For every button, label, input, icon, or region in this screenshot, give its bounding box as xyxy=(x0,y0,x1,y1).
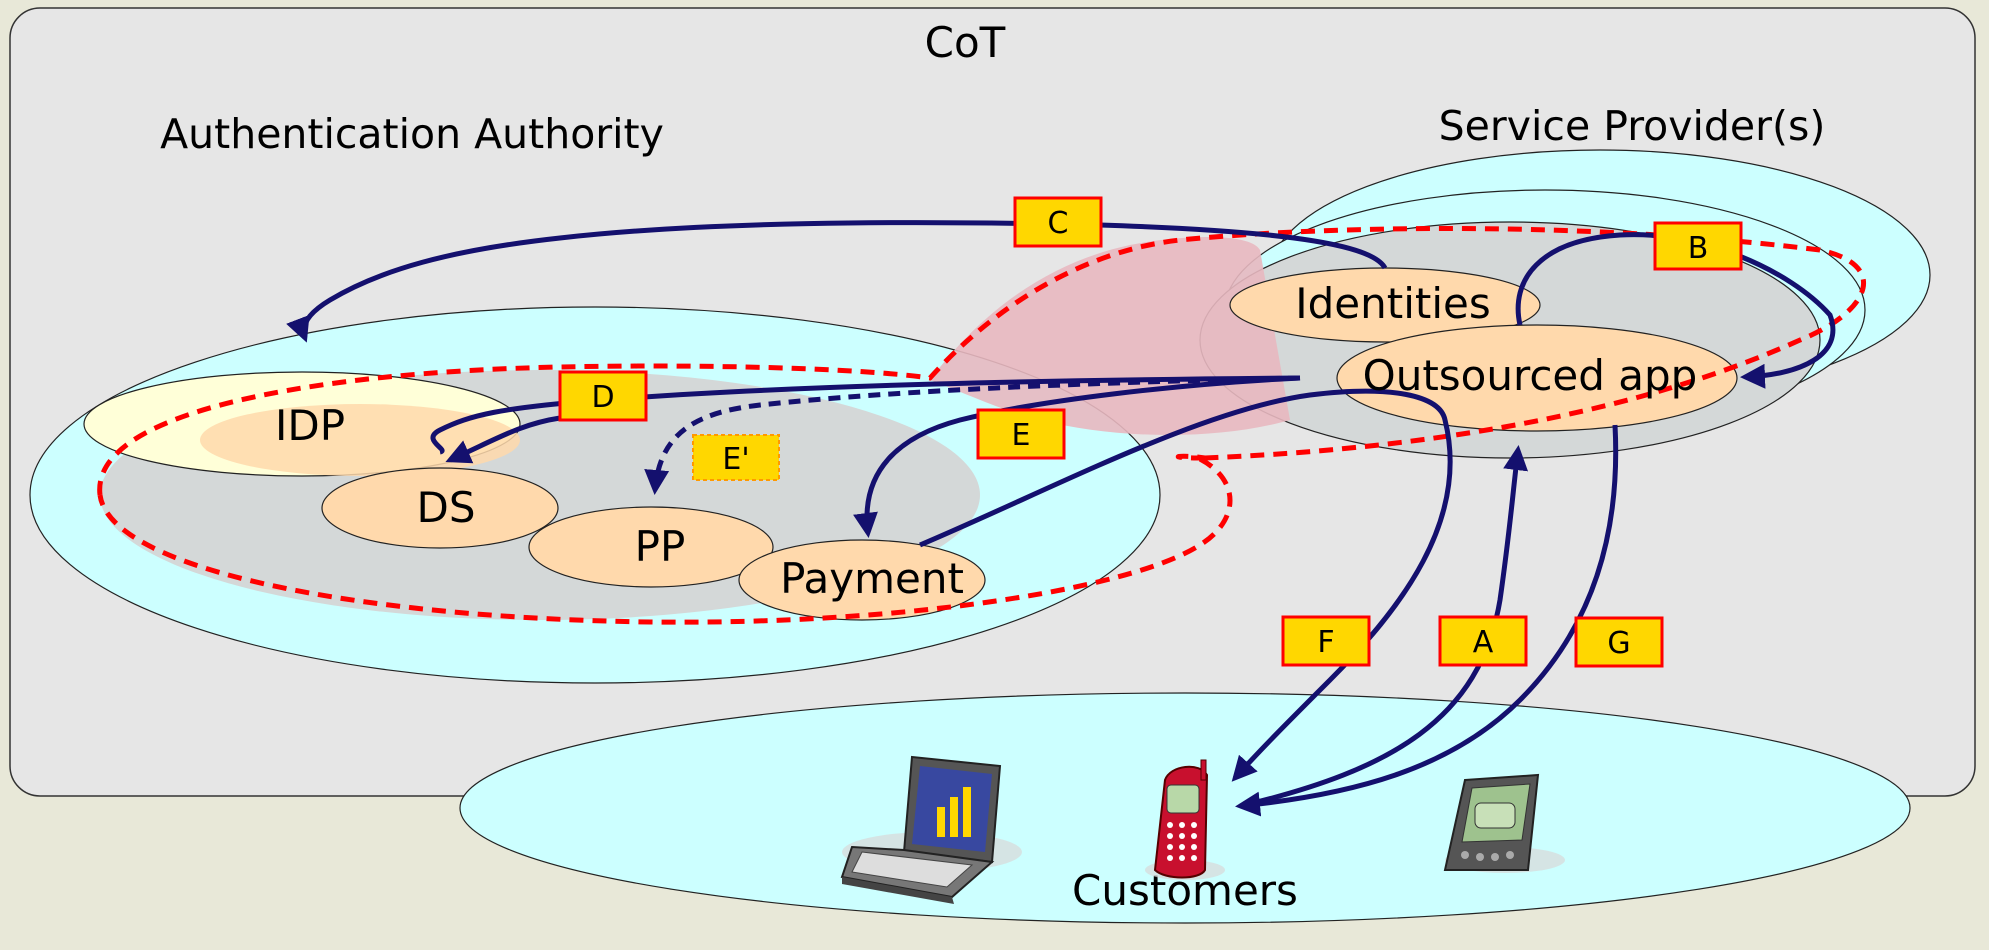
service-providers-label: Service Provider(s) xyxy=(1439,102,1826,150)
outsourced-app-label: Outsourced app xyxy=(1363,351,1698,400)
flow-label-d: D xyxy=(558,370,648,422)
arrow-g xyxy=(1235,424,1619,817)
flow-label-g: G xyxy=(1574,616,1664,668)
flow-label-a: A xyxy=(1438,615,1528,667)
idp-label: IDP xyxy=(275,401,345,450)
svg-text:B: B xyxy=(1688,231,1709,266)
flow-label-f: F xyxy=(1281,615,1371,667)
ds-label: DS xyxy=(416,483,475,532)
flow-label-c: C xyxy=(1013,196,1103,248)
flow-label-e-prime: E' xyxy=(692,434,780,481)
authentication-authority-label: Authentication Authority xyxy=(160,110,664,158)
arrow-c xyxy=(286,220,1388,343)
identities-label: Identities xyxy=(1295,279,1491,328)
payment-node xyxy=(738,539,986,621)
svg-text:F: F xyxy=(1317,625,1334,660)
svg-text:E': E' xyxy=(722,442,749,477)
pp-node xyxy=(528,506,774,588)
pp-label: PP xyxy=(635,522,686,571)
flow-label-e: E xyxy=(976,408,1066,460)
svg-text:E: E xyxy=(1012,418,1031,453)
svg-text:A: A xyxy=(1473,625,1494,660)
ds-node xyxy=(321,467,559,549)
arrow-e-prime xyxy=(644,375,1301,495)
mobile-phone-icon xyxy=(1145,759,1225,880)
svg-text:D: D xyxy=(591,380,614,415)
payment-label: Payment xyxy=(780,554,964,603)
svg-text:G: G xyxy=(1607,626,1630,661)
flow-label-b: B xyxy=(1653,221,1743,271)
cot-title: CoT xyxy=(925,18,1006,67)
pda-icon xyxy=(1443,773,1565,873)
flow-arrows xyxy=(286,220,1836,817)
svg-text:C: C xyxy=(1048,206,1069,241)
laptop-icon xyxy=(840,755,1022,904)
